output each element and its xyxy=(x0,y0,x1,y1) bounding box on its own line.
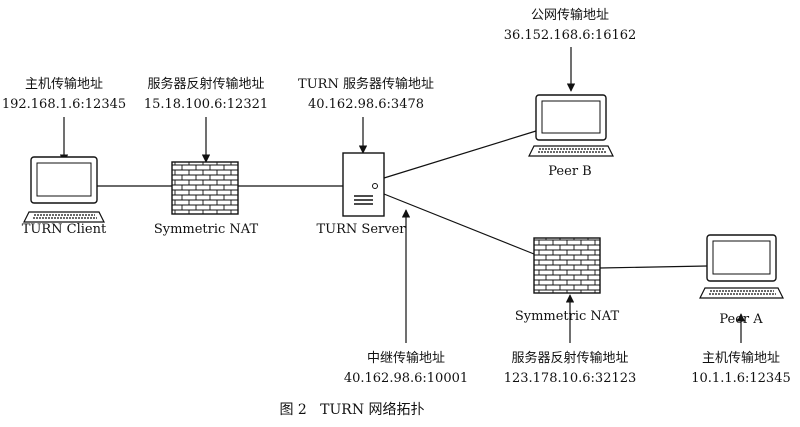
nat-right-label: Symmetric NAT xyxy=(515,309,620,324)
server-icon xyxy=(342,152,385,217)
turn-client-label: TURN Client xyxy=(22,222,107,237)
peer-a-host-title: 主机传输地址 xyxy=(702,350,780,366)
link-nat-right-to-peer-a xyxy=(599,265,708,269)
firewall-icon xyxy=(171,161,239,215)
client-reflexive-title: 服务器反射传输地址 xyxy=(147,76,264,92)
peer-a-reflexive-title: 服务器反射传输地址 xyxy=(511,350,628,366)
client-reflexive-address: 15.18.100.6:12321 xyxy=(144,97,268,112)
peer-a-label: Peer A xyxy=(719,312,763,327)
link-server-to-nat-right xyxy=(383,193,535,255)
computer-icon xyxy=(23,156,105,223)
peer-a-host-address: 10.1.1.6:12345 xyxy=(691,371,791,386)
turn-server-address-title: TURN 服务器传输地址 xyxy=(298,76,434,92)
turn-server-address: 40.162.98.6:3478 xyxy=(308,97,424,112)
figure-caption: 图 2 TURN 网络拓扑 xyxy=(279,402,424,418)
peer-b-label: Peer B xyxy=(548,164,591,179)
peer-a-reflexive-address: 123.178.10.6:32123 xyxy=(504,371,637,386)
computer-icon xyxy=(699,234,784,299)
turn-server-label: TURN Server xyxy=(317,222,407,237)
nat-left-label: Symmetric NAT xyxy=(154,222,259,237)
client-host-address: 192.168.1.6:12345 xyxy=(2,97,126,112)
computer-icon xyxy=(528,94,614,157)
relay-title: 中继传输地址 xyxy=(367,350,445,366)
peer-b-public-title: 公网传输地址 xyxy=(531,7,609,23)
link-server-to-peer-b xyxy=(383,130,537,179)
peer-b-public-address: 36.152.168.6:16162 xyxy=(504,28,637,43)
relay-address: 40.162.98.6:10001 xyxy=(344,371,468,386)
client-host-title: 主机传输地址 xyxy=(25,76,103,92)
firewall-icon xyxy=(533,237,601,294)
